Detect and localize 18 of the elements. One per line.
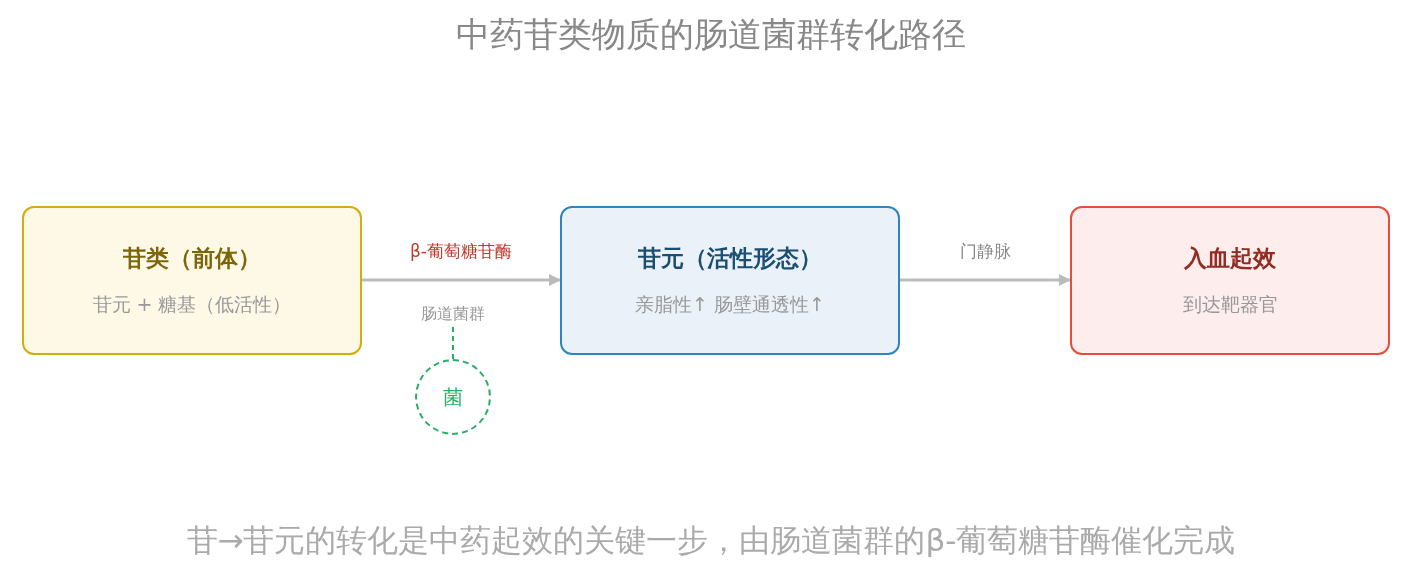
box-heading: 苷类（前体）	[123, 243, 261, 273]
box-description: 到达靶器官	[1182, 292, 1278, 317]
title: 中药苷类物质的肠道菌群转化路径	[456, 13, 966, 56]
process-box	[560, 206, 900, 355]
process-box	[22, 206, 362, 355]
group-label: 肠道菌群	[413, 302, 493, 326]
edge-label: β-葡萄糖苷酶	[410, 240, 512, 263]
bacteria-circle: 菌	[415, 359, 491, 435]
box-description: 苷元 + 糖基（低活性）	[92, 292, 292, 317]
process-box	[1070, 206, 1390, 355]
caption: 苷→苷元的转化是中药起效的关键一步，由肠道菌群的β-葡萄糖苷酶催化完成	[186, 521, 1236, 560]
arrow	[362, 274, 561, 286]
box-heading: 入血起效	[1184, 243, 1276, 273]
box-description: 亲脂性↑ 肠壁通透性↑	[635, 292, 825, 317]
dashed-connector	[452, 325, 454, 360]
box-heading: 苷元（活性形态）	[638, 243, 822, 273]
edge-label: 门静脉	[959, 240, 1011, 263]
arrow	[900, 274, 1071, 286]
